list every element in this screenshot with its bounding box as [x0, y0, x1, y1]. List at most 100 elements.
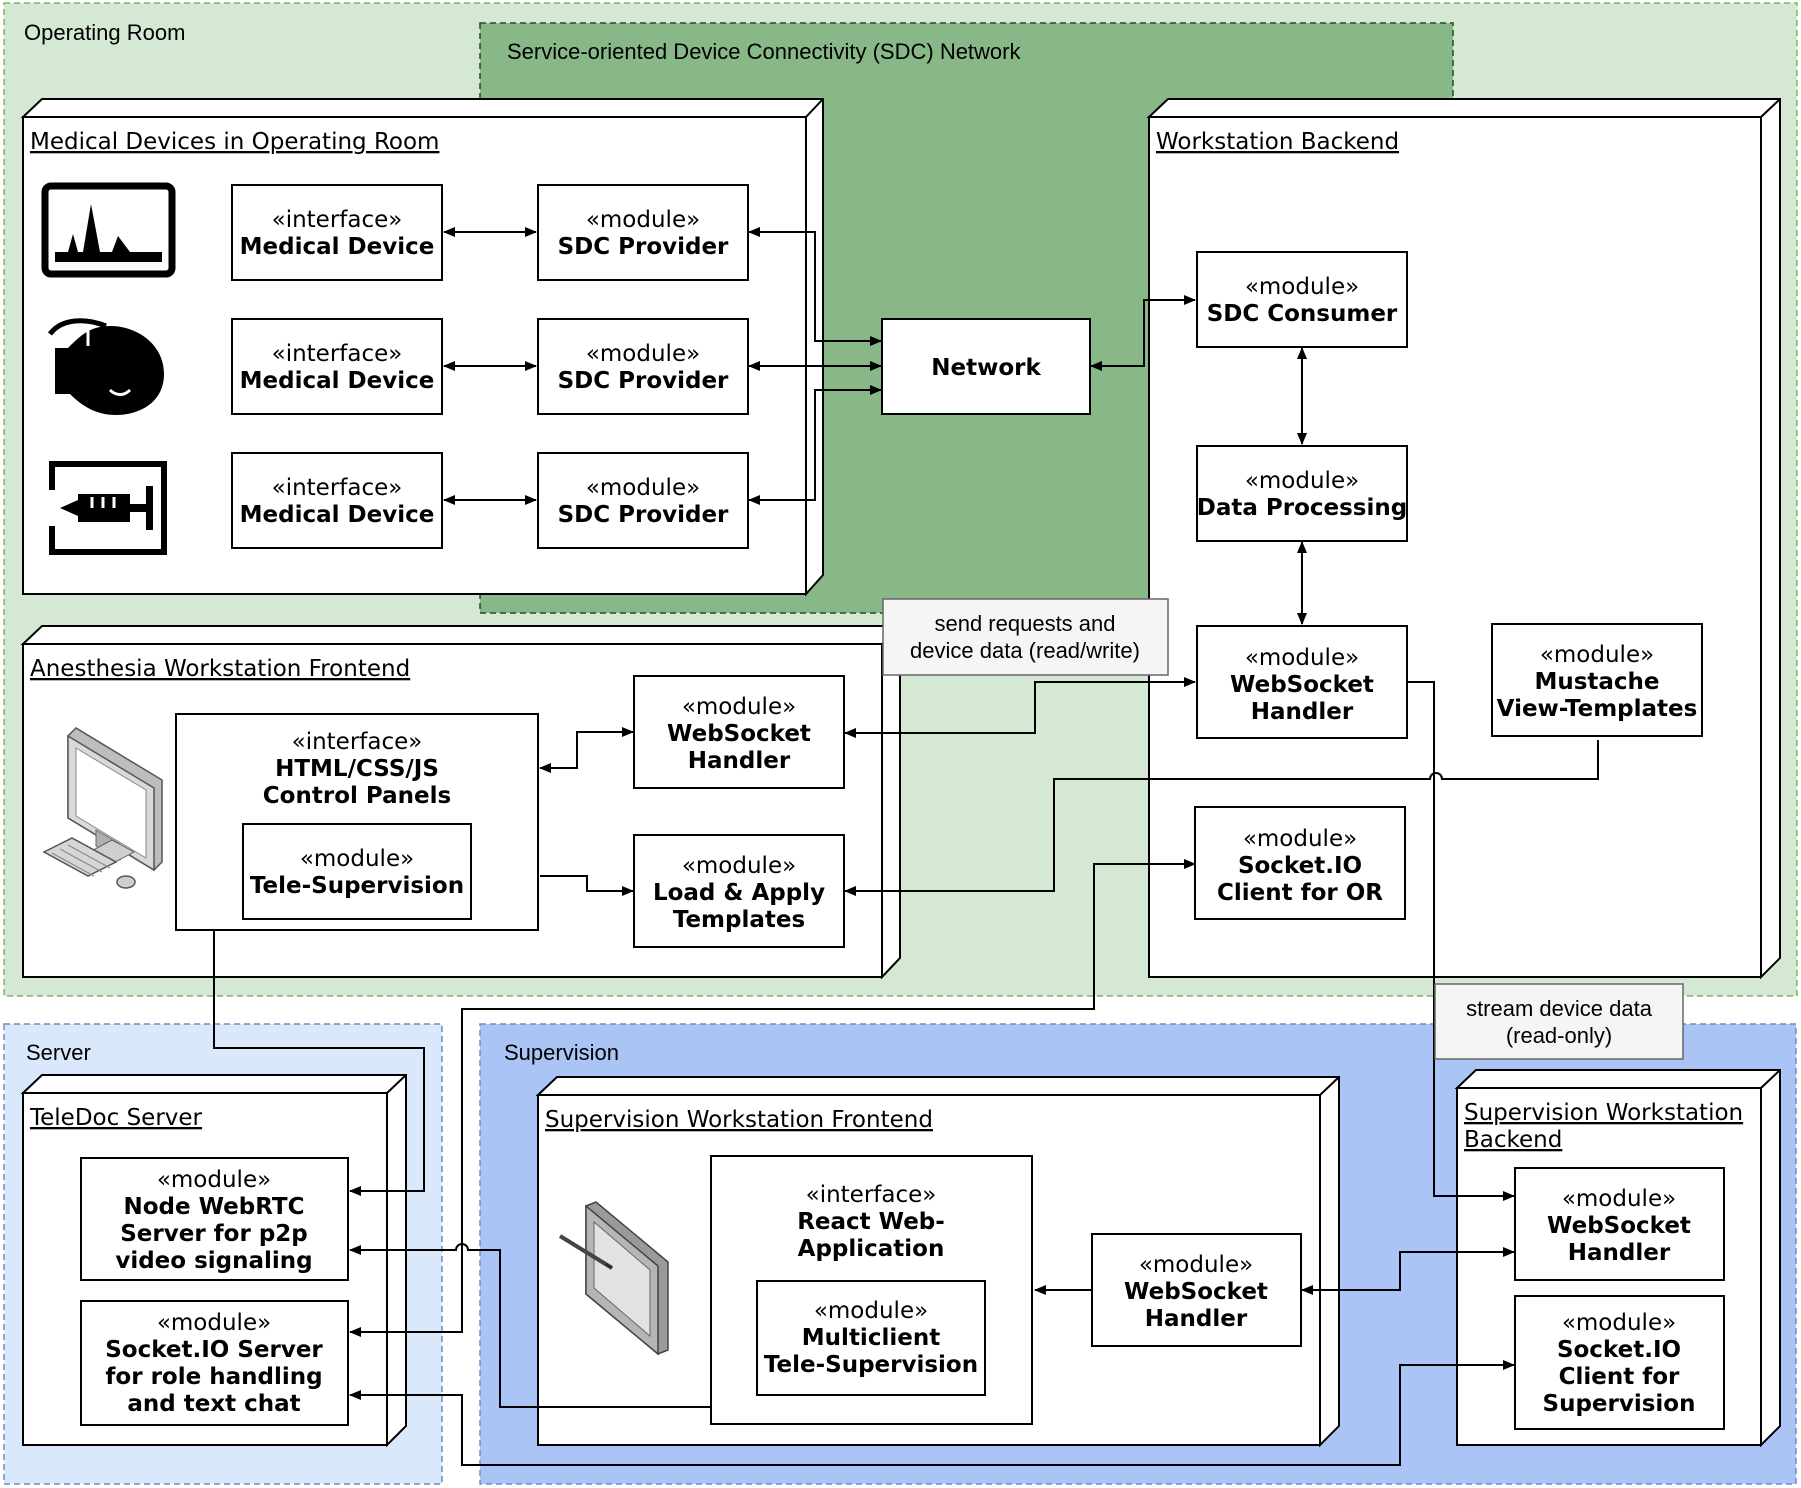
svg-text:«module»: «module»: [682, 853, 796, 879]
ultrasound-icon: [48, 318, 164, 415]
operating-room-label: Operating Room: [24, 20, 185, 45]
supervision-frontend-websocket-handler: «module» WebSocket Handler: [1091, 1233, 1302, 1347]
connector-network-consumer: [1090, 295, 1196, 371]
svg-text:Client for: Client for: [1559, 1364, 1680, 1390]
node-webrtc-server: «module» Node WebRTC Server for p2p vide…: [80, 1157, 349, 1281]
svg-text:«module»: «module»: [682, 694, 796, 720]
svg-text:«module»: «module»: [157, 1310, 271, 1336]
svg-text:«module»: «module»: [1245, 645, 1359, 671]
supervision-label: Supervision: [504, 1040, 619, 1065]
svg-text:«module»: «module»: [1245, 468, 1359, 494]
svg-text:Client for OR: Client for OR: [1217, 880, 1383, 906]
connector-multiclient-webrtc: [349, 1243, 758, 1408]
svg-text:«module»: «module»: [300, 846, 414, 872]
supervision-backend-title-2: Backend: [1464, 1127, 1562, 1153]
svg-text:Mustache: Mustache: [1534, 669, 1659, 695]
tablet-icon: [558, 1201, 669, 1356]
svg-text:send requests and: send requests and: [934, 611, 1115, 636]
data-processing: «module» Data Processing: [1196, 445, 1408, 542]
connector-socketio-server-sup: [349, 1360, 1515, 1466]
svg-text:«module»: «module»: [1562, 1310, 1676, 1336]
svg-text:«interface»: «interface»: [272, 207, 403, 233]
svg-text:«module»: «module»: [586, 341, 700, 367]
svg-text:View-Templates: View-Templates: [1497, 696, 1698, 722]
connector-provider-network-3: [748, 385, 882, 505]
supervision-backend-title-1: Supervision Workstation: [1464, 1100, 1743, 1126]
svg-text:«interface»: «interface»: [806, 1182, 937, 1208]
svg-text:SDC Provider: SDC Provider: [558, 502, 729, 528]
svg-text:Data Processing: Data Processing: [1197, 495, 1407, 521]
svg-text:Medical Device: Medical Device: [240, 234, 435, 260]
svg-text:«module»: «module»: [814, 1298, 928, 1324]
svg-text:«interface»: «interface»: [272, 475, 403, 501]
svg-text:Templates: Templates: [673, 907, 805, 933]
svg-text:React Web-: React Web-: [797, 1209, 945, 1235]
svg-text:Tele-Supervision: Tele-Supervision: [764, 1352, 978, 1378]
anesthesia-frontend-title: Anesthesia Workstation Frontend: [30, 656, 410, 682]
svg-text:WebSocket: WebSocket: [1547, 1213, 1691, 1239]
connector-html-ws: [539, 727, 634, 773]
svg-text:SDC Provider: SDC Provider: [558, 234, 729, 260]
svg-text:«interface»: «interface»: [292, 729, 423, 755]
medical-device-interface-1: «interface» Medical Device: [231, 184, 443, 281]
svg-text:device data (read/write): device data (read/write): [910, 638, 1140, 663]
svg-text:Medical Device: Medical Device: [240, 368, 435, 394]
sdc-provider-1: «module» SDC Provider: [537, 184, 749, 281]
svg-text:HTML/CSS/JS: HTML/CSS/JS: [275, 756, 439, 782]
svg-text:and text chat: and text chat: [127, 1391, 300, 1417]
svg-text:WebSocket: WebSocket: [1124, 1279, 1268, 1305]
socketio-client-or: «module» Socket.IO Client for OR: [1194, 806, 1406, 920]
svg-text:Socket.IO: Socket.IO: [1557, 1337, 1681, 1363]
svg-text:Handler: Handler: [688, 748, 791, 774]
svg-text:«module»: «module»: [1139, 1252, 1253, 1278]
svg-text:Load & Apply: Load & Apply: [653, 880, 825, 906]
svg-text:Server for p2p: Server for p2p: [120, 1221, 308, 1247]
socketio-server: «module» Socket.IO Server for role handl…: [80, 1300, 349, 1426]
tele-supervision-module: «module» Tele-Supervision: [242, 823, 472, 920]
medical-device-interface-3: «interface» Medical Device: [231, 452, 443, 549]
note-stream-data: stream device data (read-only): [1434, 983, 1684, 1060]
multiclient-tele-supervision: «module» Multiclient Tele-Supervision: [756, 1280, 986, 1396]
load-apply-templates: «module» Load & Apply Templates: [633, 834, 845, 948]
svg-text:Node WebRTC: Node WebRTC: [124, 1194, 305, 1220]
mustache-view-templates: «module» Mustache View-Templates: [1491, 623, 1703, 737]
workstation-backend-title: Workstation Backend: [1156, 129, 1399, 155]
connector-provider-network-1: [748, 227, 882, 346]
svg-text:«module»: «module»: [1245, 274, 1359, 300]
svg-text:WebSocket: WebSocket: [667, 721, 811, 747]
sdc-provider-3: «module» SDC Provider: [537, 452, 749, 549]
desktop-computer-icon: [42, 727, 163, 889]
network-box: Network: [881, 318, 1091, 415]
backend-websocket-handler: «module» WebSocket Handler: [1196, 625, 1408, 739]
svg-text:stream device data: stream device data: [1466, 996, 1653, 1021]
svg-text:SDC Consumer: SDC Consumer: [1207, 301, 1398, 327]
svg-text:Control Panels: Control Panels: [263, 783, 451, 809]
supervision-frontend-title: Supervision Workstation Frontend: [545, 1107, 933, 1133]
medical-device-interface-2: «interface» Medical Device: [231, 318, 443, 415]
svg-text:(read-only): (read-only): [1506, 1023, 1612, 1048]
sdc-network-label: Service-oriented Device Connectivity (SD…: [507, 39, 1021, 64]
svg-text:«module»: «module»: [157, 1167, 271, 1193]
frontend-websocket-handler: «module» WebSocket Handler: [633, 675, 845, 789]
svg-text:«module»: «module»: [586, 207, 700, 233]
svg-text:Application: Application: [798, 1236, 945, 1262]
connector-mustache-a: [1447, 740, 1599, 780]
connector-ws-ws: [844, 677, 1196, 738]
svg-text:Multiclient: Multiclient: [802, 1325, 940, 1351]
svg-text:Medical Device: Medical Device: [240, 502, 435, 528]
svg-text:Handler: Handler: [1568, 1240, 1671, 1266]
svg-text:Handler: Handler: [1251, 699, 1354, 725]
svg-text:«module»: «module»: [1243, 826, 1357, 852]
svg-text:WebSocket: WebSocket: [1230, 672, 1374, 698]
svg-text:«module»: «module»: [586, 475, 700, 501]
svg-text:SDC Provider: SDC Provider: [558, 368, 729, 394]
svg-text:Network: Network: [931, 355, 1041, 381]
svg-text:«interface»: «interface»: [272, 341, 403, 367]
syringe-pump-icon: [49, 461, 167, 555]
svg-text:Socket.IO Server: Socket.IO Server: [105, 1337, 323, 1363]
socketio-client-supervision: «module» Socket.IO Client for Supervisio…: [1514, 1295, 1725, 1430]
svg-text:Socket.IO: Socket.IO: [1238, 853, 1362, 879]
sdc-consumer: «module» SDC Consumer: [1196, 251, 1408, 348]
sdc-provider-2: «module» SDC Provider: [537, 318, 749, 415]
